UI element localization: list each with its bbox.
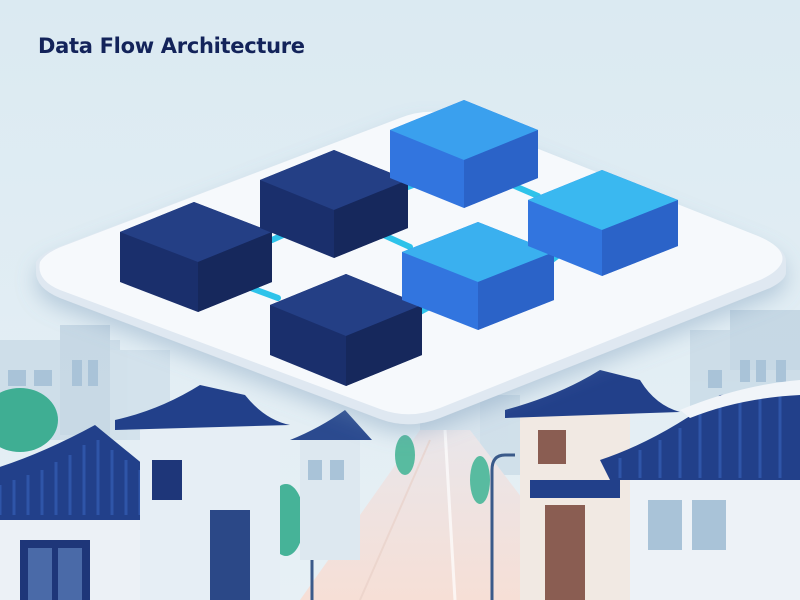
data-node-4: [270, 274, 422, 386]
data-node-6: [528, 170, 678, 276]
data-node-1: [120, 202, 272, 312]
background-windows: [8, 360, 786, 388]
data-node-3: [390, 100, 538, 208]
hanok-house-left-back: [115, 385, 290, 600]
hanok-house-right-front: [600, 380, 800, 600]
mid-left-building: [290, 410, 372, 560]
street-line: [443, 429, 457, 600]
street-lamp-right: [490, 453, 515, 600]
data-node-5: [402, 222, 554, 330]
page-title: Data Flow Architecture: [38, 34, 305, 58]
data-node-2: [260, 150, 408, 258]
hanok-house-right: [505, 370, 680, 600]
